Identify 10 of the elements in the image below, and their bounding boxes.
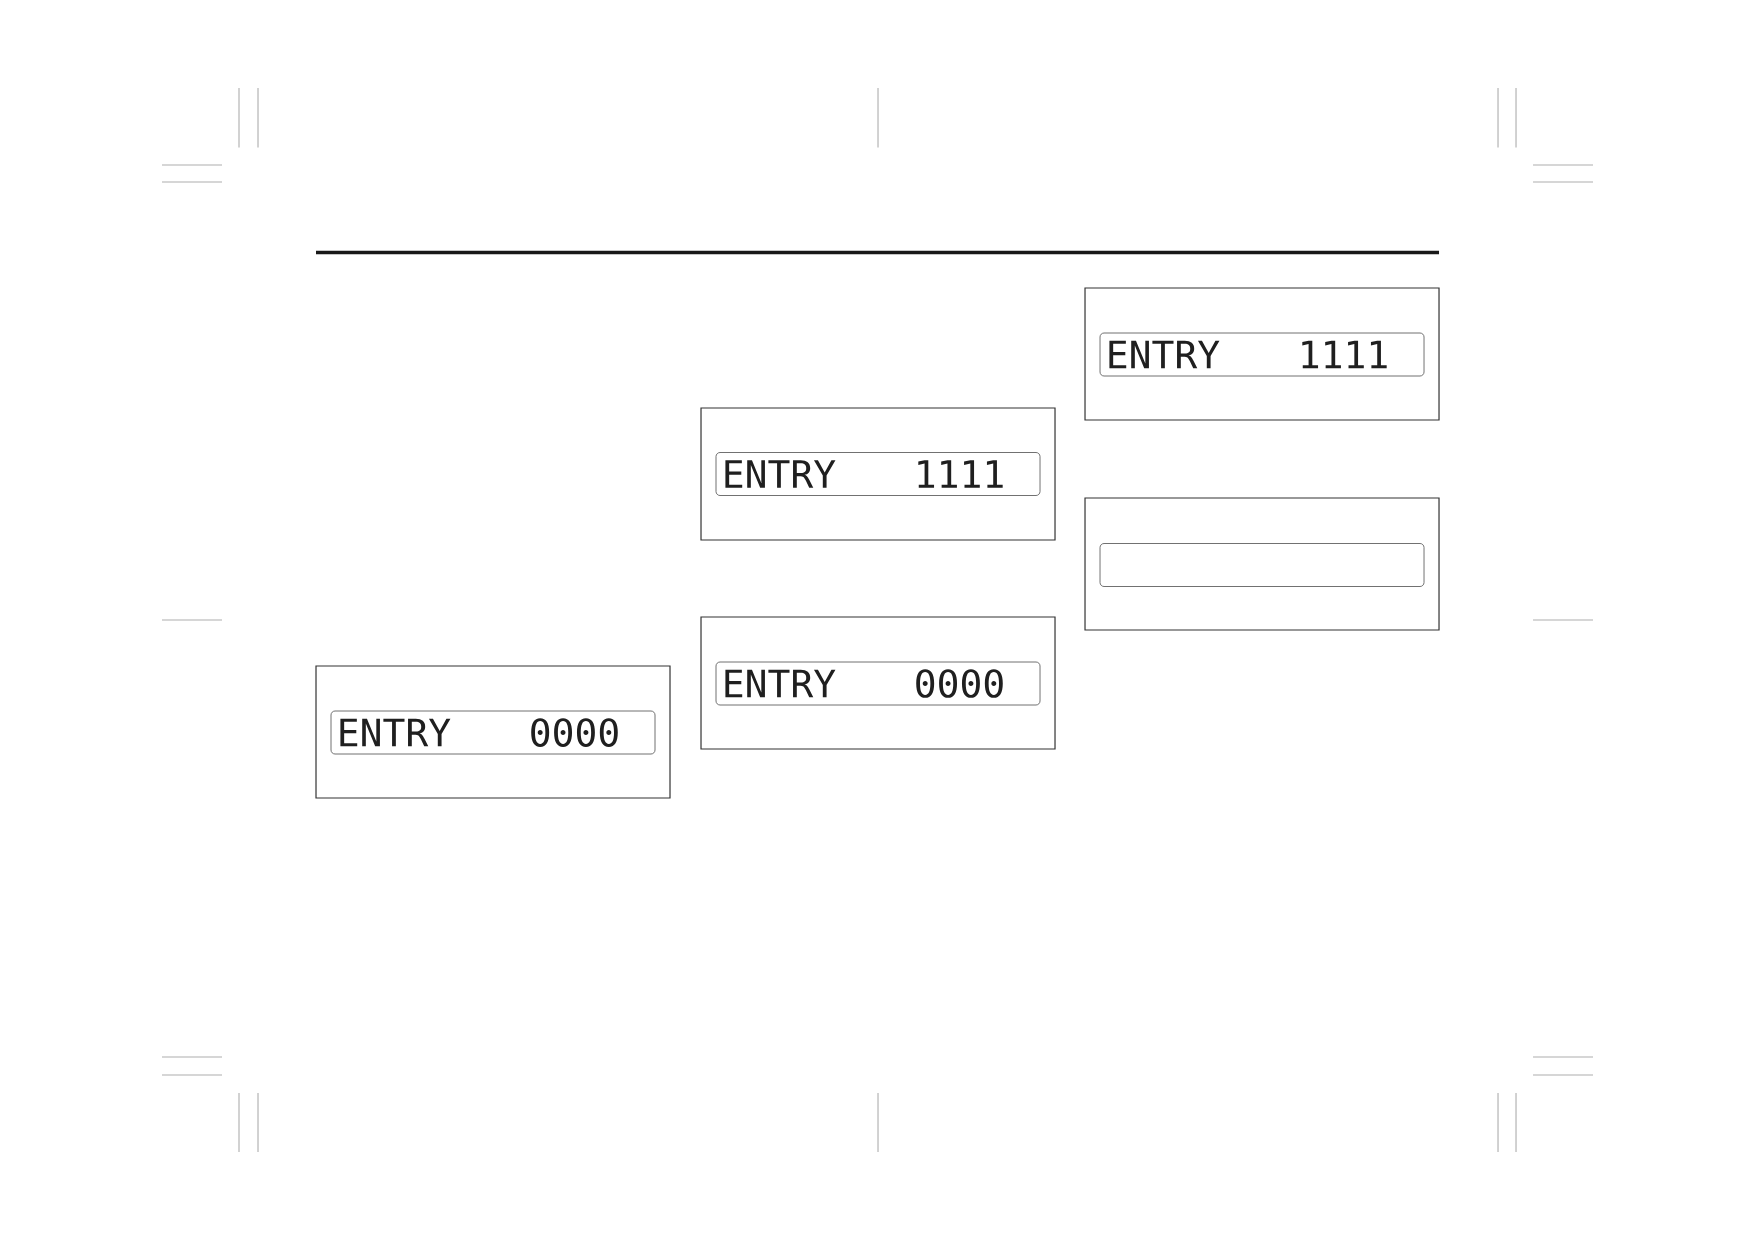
lcd-display: ENTRY 1111 [715, 452, 1041, 496]
lcd-display: ENTRY 1111 [1099, 332, 1425, 377]
lcd-display [1099, 543, 1425, 587]
panel-frame [1084, 497, 1440, 631]
lcd-display: ENTRY 0000 [715, 661, 1041, 706]
lcd-display: ENTRY 0000 [330, 710, 656, 755]
panel-frame [700, 407, 1056, 541]
panel-frame [315, 665, 671, 799]
panel-frame [1084, 287, 1440, 421]
panel-frame [700, 616, 1056, 750]
